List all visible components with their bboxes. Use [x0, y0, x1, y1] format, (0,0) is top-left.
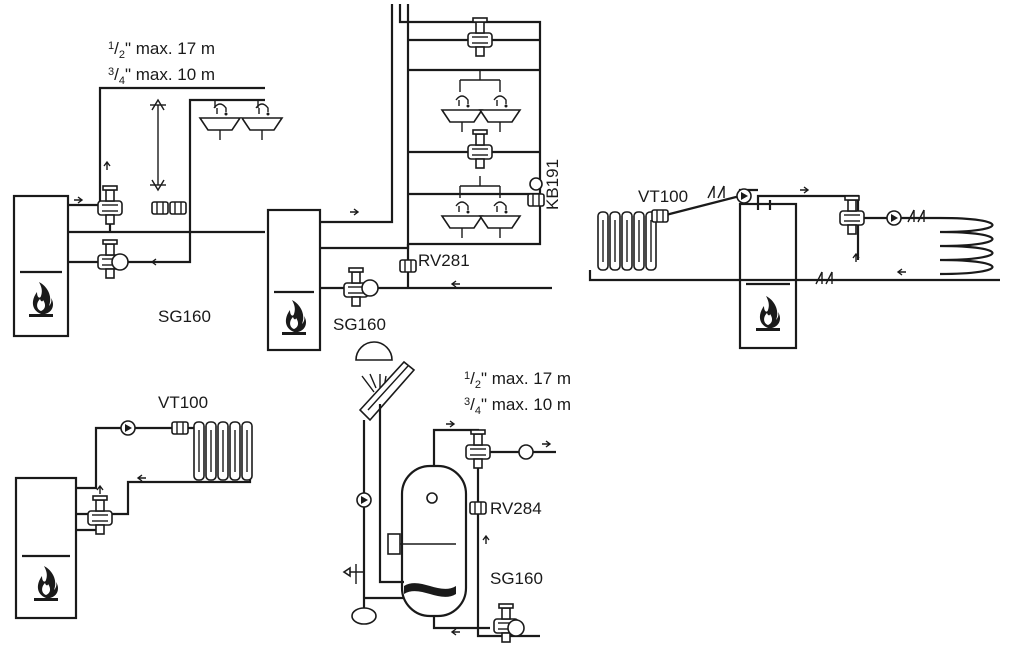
sink-icon	[441, 95, 483, 133]
radiator-icon	[193, 421, 253, 481]
mixing-valve-icon	[97, 185, 123, 225]
thermometer-icon	[518, 444, 534, 460]
expansion-vessel-icon	[351, 607, 377, 625]
sink-icon	[479, 95, 521, 133]
sink-icon	[241, 103, 283, 141]
system-top-right: VT100	[588, 185, 1000, 350]
union-icon	[527, 193, 545, 207]
sink-icon	[479, 201, 521, 239]
union-icon	[469, 501, 487, 515]
check-valve-icon	[907, 209, 925, 223]
label-vt100: VT100	[638, 187, 688, 206]
radiator-icon	[597, 211, 657, 271]
pipe-note-threequarter: 3/4" max. 10 m	[464, 395, 571, 417]
mixing-valve-icon	[87, 495, 113, 535]
solar-collector-icon	[358, 360, 416, 422]
pipe-note-threequarter: 3/4" max. 10 m	[108, 65, 215, 87]
union-icon	[169, 201, 187, 215]
label-rv281: RV281	[418, 251, 470, 270]
thermometer-icon	[507, 619, 525, 637]
mixing-valve-icon	[465, 429, 491, 469]
electric-heater-icon	[387, 533, 401, 555]
system-top-middle: RV281 SG160 KB191	[266, 4, 562, 352]
label-sg160: SG160	[158, 307, 211, 326]
pump-icon	[886, 210, 902, 226]
mixing-valve-icon	[839, 195, 865, 235]
check-valve-icon	[707, 185, 725, 199]
pump-icon	[120, 420, 136, 436]
solar-coil-icon	[404, 583, 456, 597]
thermometer-icon	[111, 253, 129, 271]
thermometer-icon	[426, 492, 438, 504]
sink-icon	[199, 103, 241, 141]
check-valve-icon	[815, 271, 833, 285]
label-vt100: VT100	[158, 393, 208, 412]
pump-icon	[736, 188, 752, 204]
mixing-valve-icon	[467, 17, 493, 57]
label-sg160: SG160	[333, 315, 386, 334]
mixing-valve-icon	[467, 129, 493, 169]
label-rv284: RV284	[490, 499, 542, 518]
system-bottom-left: VT100	[14, 393, 253, 620]
union-icon	[651, 209, 669, 223]
system-bottom-middle: RV284 SG160 1/2" max. 17 m 3/4" max. 10 …	[342, 341, 571, 643]
sun-icon	[355, 341, 393, 361]
union-icon	[171, 421, 189, 435]
pump-icon	[356, 492, 372, 508]
sink-icon	[441, 201, 483, 239]
union-icon	[399, 259, 417, 273]
thermometer-icon	[529, 177, 543, 191]
label-kb191: KB191	[543, 159, 562, 210]
pipe-note-half: 1/2" max. 17 m	[108, 39, 215, 61]
union-icon	[151, 201, 169, 215]
system-top-left: SG160 1/2" max. 17 m 3/4" max. 10 m	[12, 39, 283, 338]
pipe-note-half: 1/2" max. 17 m	[464, 369, 571, 391]
thermometer-icon	[361, 279, 379, 297]
label-sg160: SG160	[490, 569, 543, 588]
